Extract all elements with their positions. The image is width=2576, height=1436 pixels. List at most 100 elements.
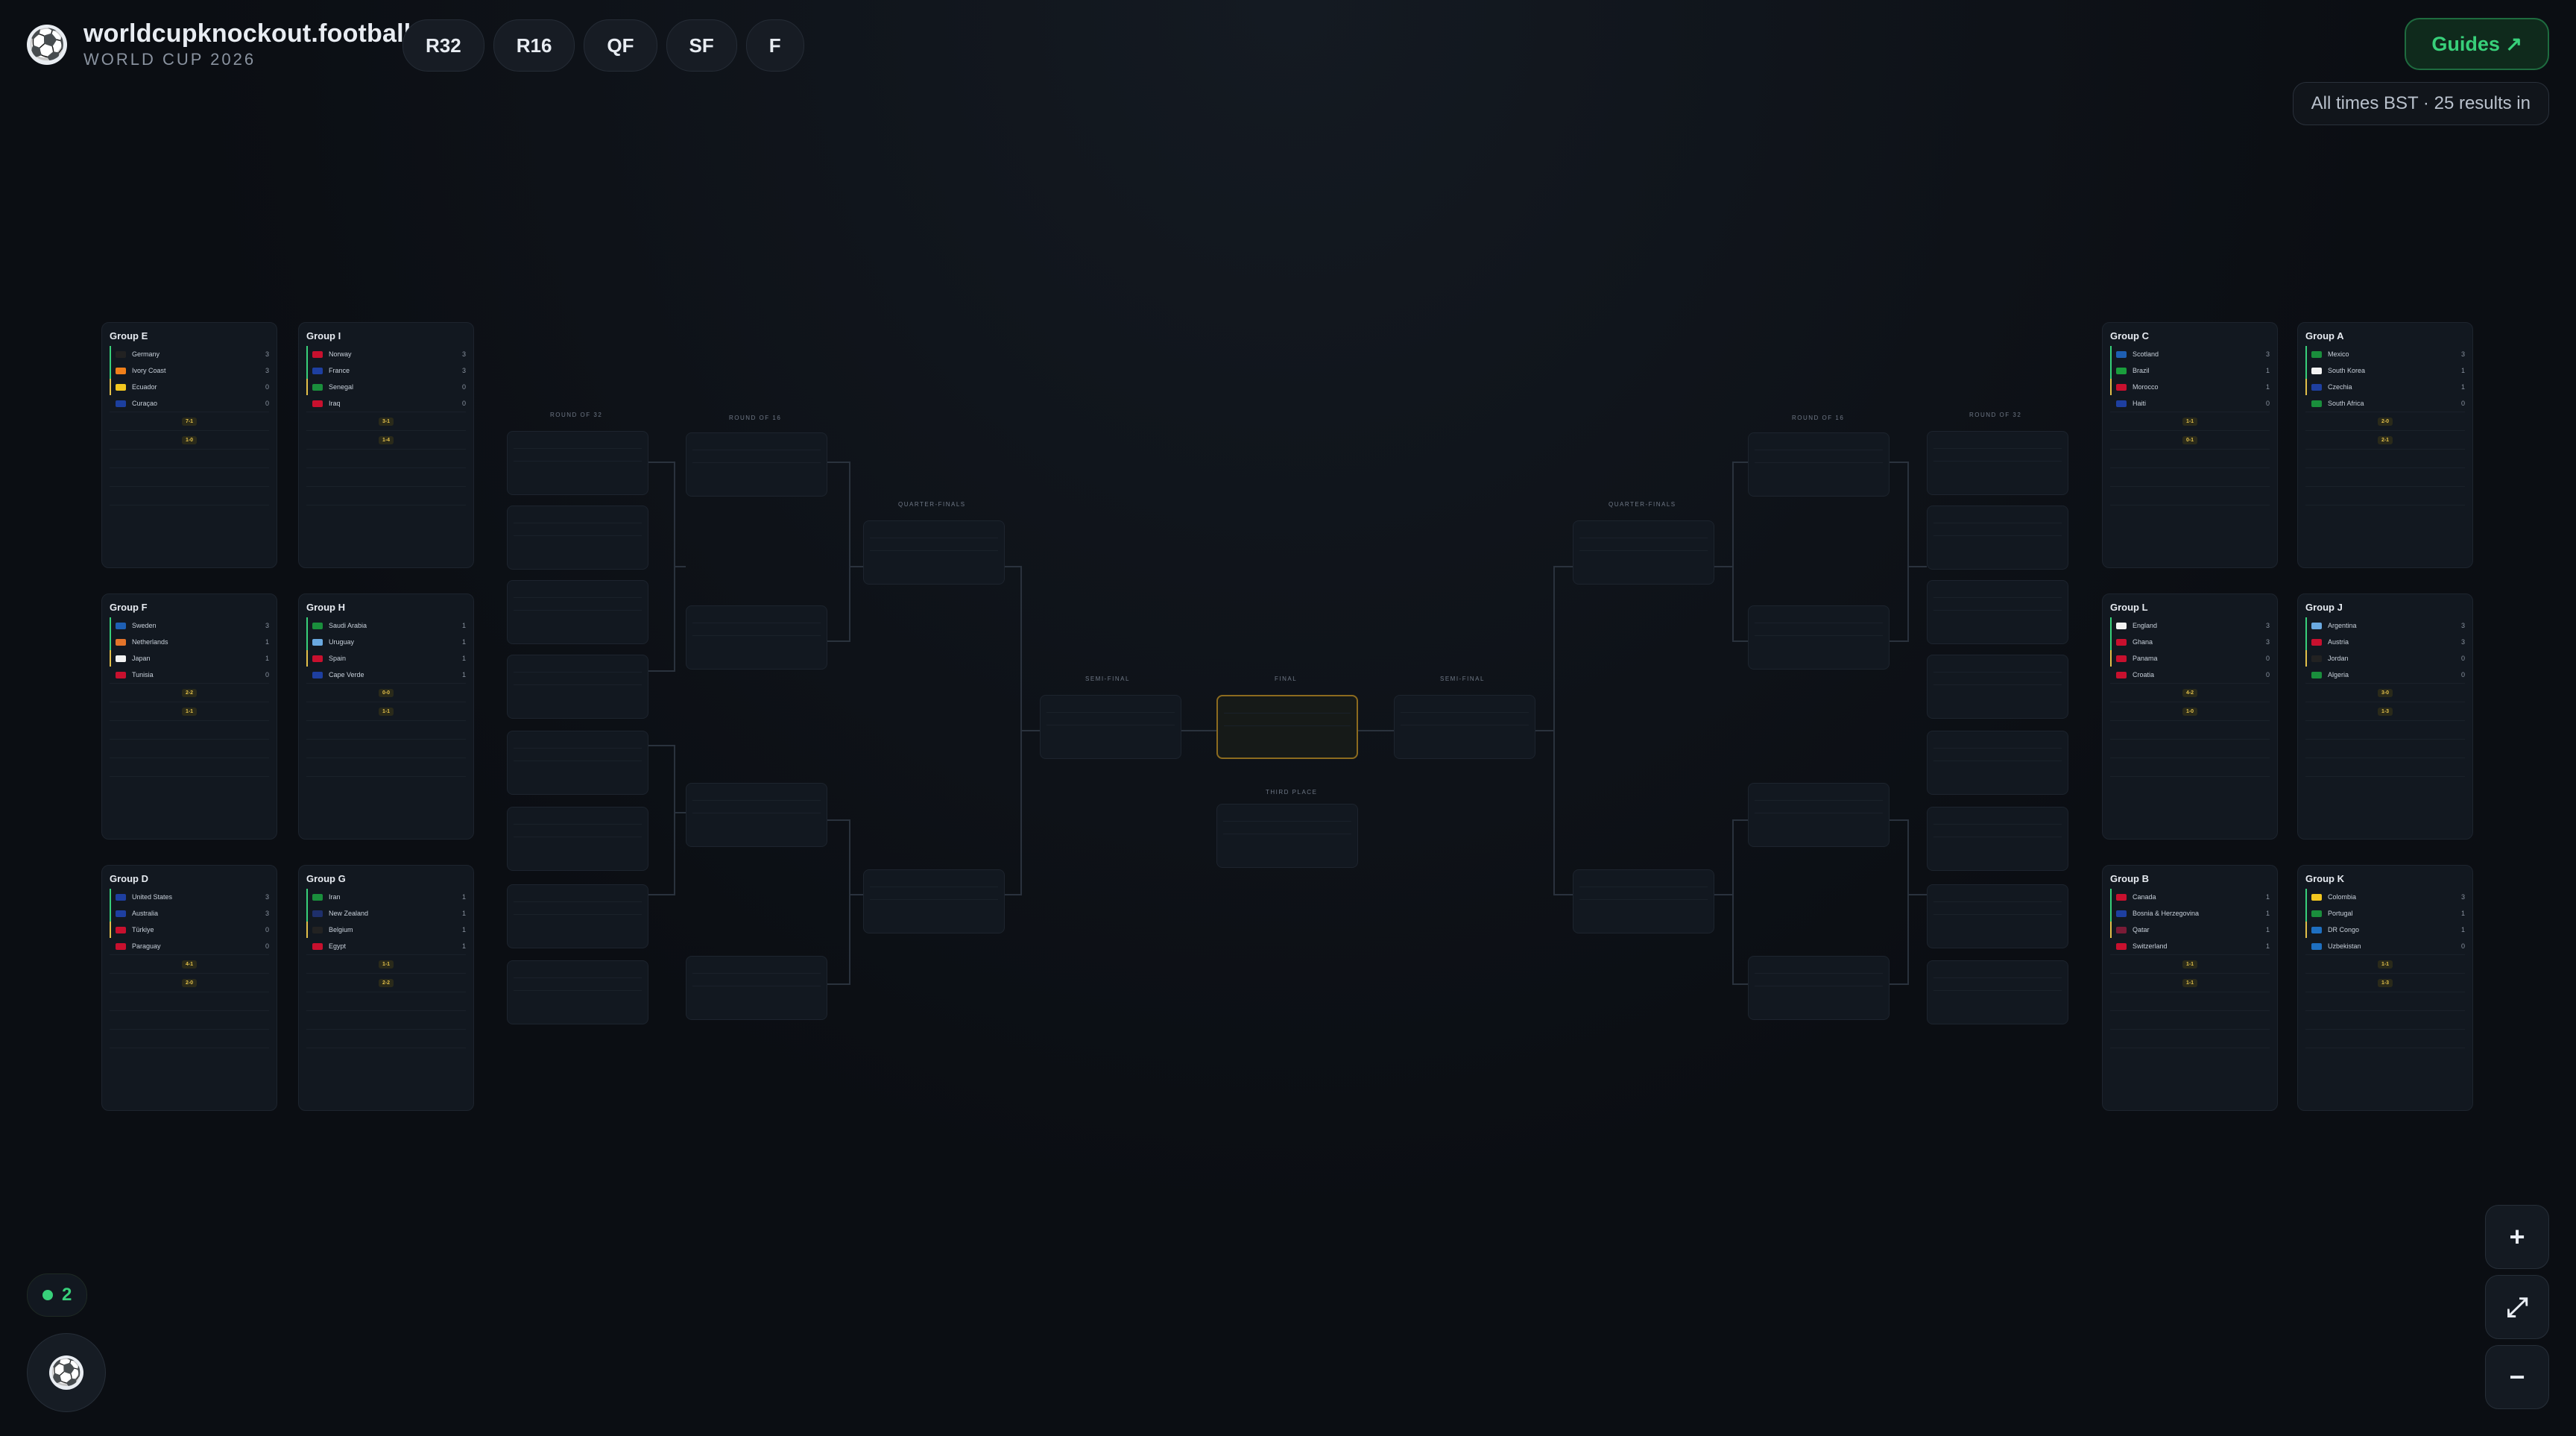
stage-tab-qf[interactable]: QF bbox=[584, 19, 657, 72]
group-fixture-row[interactable] bbox=[2305, 449, 2465, 467]
final-match-card[interactable] bbox=[1216, 695, 1358, 759]
group-table[interactable]: Group J Argentina 3 Austria 3 Jordan 0 A… bbox=[2297, 593, 2473, 840]
group-fixture-row[interactable] bbox=[306, 992, 466, 1010]
match-card[interactable] bbox=[1040, 695, 1181, 759]
match-card[interactable] bbox=[686, 432, 827, 497]
match-card[interactable] bbox=[1748, 432, 1890, 497]
group-team-row[interactable]: Ecuador 0 bbox=[110, 379, 269, 395]
group-team-row[interactable]: England 3 bbox=[2110, 617, 2270, 634]
group-fixture-row[interactable] bbox=[2110, 992, 2270, 1010]
group-match-row[interactable]: 1-1 bbox=[2110, 973, 2270, 992]
group-fixture-row[interactable] bbox=[110, 449, 269, 467]
group-fixture-row[interactable] bbox=[2305, 720, 2465, 739]
group-fixture-row[interactable] bbox=[306, 449, 466, 467]
group-match-row[interactable]: 7-1 bbox=[110, 412, 269, 430]
group-team-row[interactable]: Cape Verde 1 bbox=[306, 667, 466, 683]
group-team-row[interactable]: South Africa 0 bbox=[2305, 395, 2465, 412]
group-fixture-row[interactable] bbox=[2110, 739, 2270, 758]
group-fixture-row[interactable] bbox=[110, 1010, 269, 1029]
match-card[interactable] bbox=[1216, 804, 1358, 868]
match-card[interactable] bbox=[863, 869, 1005, 933]
group-table[interactable]: Group E Germany 3 Ivory Coast 3 Ecuador … bbox=[101, 322, 277, 568]
group-fixture-row[interactable] bbox=[110, 486, 269, 505]
group-team-row[interactable]: Curaçao 0 bbox=[110, 395, 269, 412]
ball-menu-button[interactable]: ⚽ bbox=[27, 1333, 106, 1412]
match-card[interactable] bbox=[1927, 960, 2068, 1024]
group-team-row[interactable]: Norway 3 bbox=[306, 346, 466, 362]
group-match-row[interactable]: 1-0 bbox=[110, 430, 269, 449]
group-team-row[interactable]: Colombia 3 bbox=[2305, 889, 2465, 905]
group-match-row[interactable]: 0-1 bbox=[2110, 430, 2270, 449]
group-team-row[interactable]: Germany 3 bbox=[110, 346, 269, 362]
group-match-row[interactable]: 2-2 bbox=[110, 683, 269, 702]
group-fixture-row[interactable] bbox=[110, 992, 269, 1010]
group-fixture-row[interactable] bbox=[2110, 505, 2270, 523]
group-match-row[interactable]: 0-0 bbox=[306, 683, 466, 702]
group-fixture-row[interactable] bbox=[2110, 1029, 2270, 1048]
group-match-row[interactable]: 4-2 bbox=[2110, 683, 2270, 702]
group-team-row[interactable]: Ivory Coast 3 bbox=[110, 362, 269, 379]
stage-tab-r16[interactable]: R16 bbox=[493, 19, 575, 72]
group-team-row[interactable]: Egypt 1 bbox=[306, 938, 466, 954]
group-fixture-row[interactable] bbox=[2305, 1010, 2465, 1029]
group-team-row[interactable]: Czechia 1 bbox=[2305, 379, 2465, 395]
group-fixture-row[interactable] bbox=[306, 1048, 466, 1066]
group-team-row[interactable]: South Korea 1 bbox=[2305, 362, 2465, 379]
group-table[interactable]: Group F Sweden 3 Netherlands 1 Japan 1 T… bbox=[101, 593, 277, 840]
group-team-row[interactable]: Panama 0 bbox=[2110, 650, 2270, 667]
group-team-row[interactable]: Bosnia & Herzegovina 1 bbox=[2110, 905, 2270, 922]
group-team-row[interactable]: Saudi Arabia 1 bbox=[306, 617, 466, 634]
group-match-row[interactable]: 3-1 bbox=[306, 412, 466, 430]
zoom-out-button[interactable]: − bbox=[2485, 1345, 2549, 1409]
group-table[interactable]: Group L England 3 Ghana 3 Panama 0 Croat… bbox=[2102, 593, 2278, 840]
group-team-row[interactable]: Scotland 3 bbox=[2110, 346, 2270, 362]
match-card[interactable] bbox=[507, 431, 648, 495]
fit-view-button[interactable]: ⤢ bbox=[2485, 1275, 2549, 1339]
group-fixture-row[interactable] bbox=[2110, 758, 2270, 776]
match-card[interactable] bbox=[1573, 869, 1714, 933]
match-card[interactable] bbox=[686, 783, 827, 847]
match-card[interactable] bbox=[1927, 431, 2068, 495]
group-fixture-row[interactable] bbox=[110, 720, 269, 739]
match-card[interactable] bbox=[686, 956, 827, 1020]
group-team-row[interactable]: Argentina 3 bbox=[2305, 617, 2465, 634]
group-fixture-row[interactable] bbox=[2305, 992, 2465, 1010]
match-card[interactable] bbox=[507, 580, 648, 644]
group-team-row[interactable]: Australia 3 bbox=[110, 905, 269, 922]
group-team-row[interactable]: Mexico 3 bbox=[2305, 346, 2465, 362]
group-fixture-row[interactable] bbox=[306, 486, 466, 505]
match-card[interactable] bbox=[1573, 520, 1714, 585]
group-fixture-row[interactable] bbox=[306, 1029, 466, 1048]
group-team-row[interactable]: Qatar 1 bbox=[2110, 922, 2270, 938]
group-match-row[interactable]: 1-0 bbox=[2110, 702, 2270, 720]
group-team-row[interactable]: Switzerland 1 bbox=[2110, 938, 2270, 954]
group-team-row[interactable]: Ghana 3 bbox=[2110, 634, 2270, 650]
match-card[interactable] bbox=[507, 506, 648, 570]
group-team-row[interactable]: Netherlands 1 bbox=[110, 634, 269, 650]
group-team-row[interactable]: Croatia 0 bbox=[2110, 667, 2270, 683]
group-fixture-row[interactable] bbox=[2110, 1048, 2270, 1066]
match-card[interactable] bbox=[1748, 783, 1890, 847]
group-fixture-row[interactable] bbox=[2305, 486, 2465, 505]
group-fixture-row[interactable] bbox=[306, 776, 466, 795]
group-team-row[interactable]: New Zealand 1 bbox=[306, 905, 466, 922]
group-fixture-row[interactable] bbox=[306, 505, 466, 523]
group-table[interactable]: Group A Mexico 3 South Korea 1 Czechia 1… bbox=[2297, 322, 2473, 568]
stage-tab-f[interactable]: F bbox=[745, 19, 804, 72]
match-card[interactable] bbox=[507, 807, 648, 871]
group-fixture-row[interactable] bbox=[2305, 1029, 2465, 1048]
match-card[interactable] bbox=[1927, 731, 2068, 795]
group-fixture-row[interactable] bbox=[2110, 486, 2270, 505]
match-card[interactable] bbox=[1927, 807, 2068, 871]
group-fixture-row[interactable] bbox=[2305, 739, 2465, 758]
group-match-row[interactable]: 1-1 bbox=[306, 954, 466, 973]
match-card[interactable] bbox=[1394, 695, 1535, 759]
group-fixture-row[interactable] bbox=[110, 739, 269, 758]
group-fixture-row[interactable] bbox=[2110, 720, 2270, 739]
group-team-row[interactable]: France 3 bbox=[306, 362, 466, 379]
group-table[interactable]: Group K Colombia 3 Portugal 1 DR Congo 1… bbox=[2297, 865, 2473, 1111]
match-card[interactable] bbox=[507, 731, 648, 795]
group-fixture-row[interactable] bbox=[306, 720, 466, 739]
group-match-row[interactable]: 3-0 bbox=[2305, 683, 2465, 702]
group-table[interactable]: Group G Iran 1 New Zealand 1 Belgium 1 E… bbox=[298, 865, 474, 1111]
